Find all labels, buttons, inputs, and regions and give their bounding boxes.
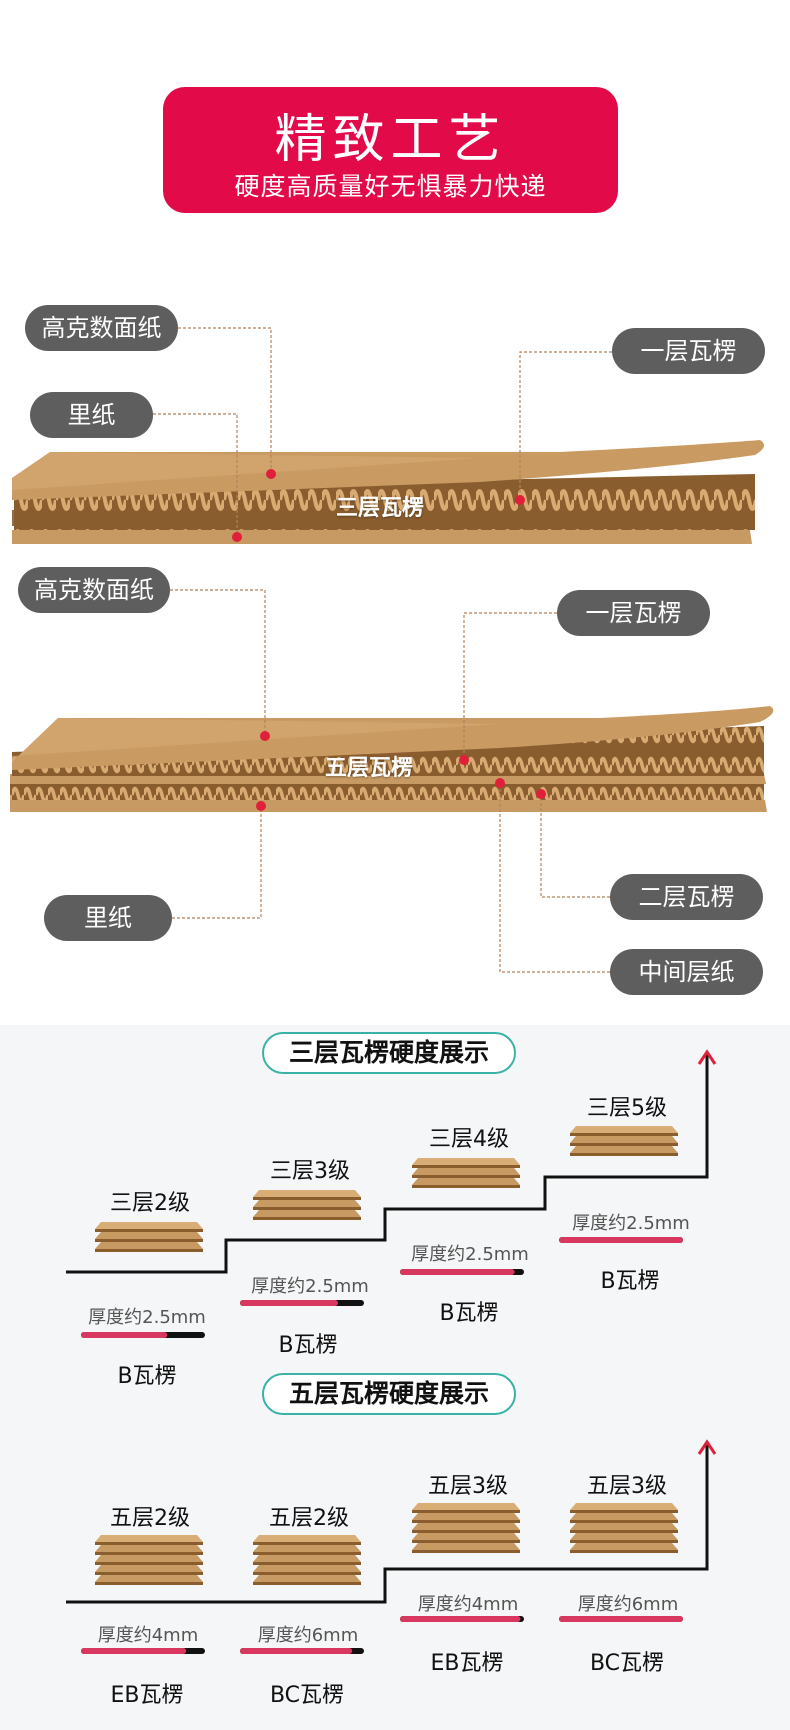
callout-face-paper: 高克数面纸 <box>25 305 178 351</box>
callout-flute-one: 一层瓦楞 <box>612 328 765 374</box>
three-step-1-board-icon <box>95 1222 203 1252</box>
five-step-4-flute: BC瓦楞 <box>589 1651 665 1676</box>
three-step-2-thickness: 厚度约2.5mm <box>251 1276 369 1297</box>
five-hardness-title: 五层瓦楞硬度展示 <box>262 1373 516 1415</box>
five-step-4-level: 五层3级 <box>587 1474 667 1499</box>
three-step-1-thickness: 厚度约2.5mm <box>88 1307 206 1328</box>
three-step-3-level: 三层4级 <box>429 1127 509 1152</box>
three-step-3-board-icon <box>412 1158 520 1188</box>
five-step-4-thickness: 厚度约6mm <box>577 1594 679 1615</box>
three-step-4-board-icon <box>570 1126 678 1156</box>
five-step-2-level: 五层2级 <box>269 1506 349 1531</box>
three-step-2-level: 三层3级 <box>270 1159 350 1184</box>
five-step-2-flute: BC瓦楞 <box>269 1683 345 1708</box>
three-step-4-thickness: 厚度约2.5mm <box>572 1213 690 1234</box>
five-step-3-flute: EB瓦楞 <box>430 1651 504 1676</box>
header-banner: 精致工艺 硬度高质量好无惧暴力快递 <box>163 87 618 213</box>
five-step-1-flute: EB瓦楞 <box>110 1683 184 1708</box>
five-step-3-board-icon <box>412 1503 520 1553</box>
five-step-1-board-icon <box>95 1535 203 1585</box>
five-step-3-thickness: 厚度约4mm <box>417 1594 519 1615</box>
page-subtitle: 硬度高质量好无惧暴力快递 <box>234 172 547 201</box>
five-step-1-thickness: 厚度约4mm <box>97 1625 199 1646</box>
three-step-3-flute: B瓦楞 <box>439 1301 499 1326</box>
callout-five-middle-paper: 中间层纸 <box>610 949 763 995</box>
five-layer-board-illustration <box>10 706 774 812</box>
five-layer-center-label: 五层瓦楞 <box>325 756 414 781</box>
page-title: 精致工艺 <box>274 110 507 170</box>
three-step-1-level: 三层2级 <box>110 1191 190 1216</box>
three-step-4-level: 三层5级 <box>587 1096 667 1121</box>
five-step-2-thickness: 厚度约6mm <box>257 1625 359 1646</box>
three-step-4-flute: B瓦楞 <box>600 1269 660 1294</box>
three-hardness-title: 三层瓦楞硬度展示 <box>262 1032 516 1074</box>
callout-five-flute-one: 一层瓦楞 <box>557 590 710 636</box>
five-step-2-board-icon <box>253 1535 361 1585</box>
three-step-2-flute: B瓦楞 <box>278 1333 338 1358</box>
three-step-3-thickness: 厚度约2.5mm <box>411 1244 529 1265</box>
callout-five-liner: 里纸 <box>44 895 172 941</box>
callout-five-face-paper: 高克数面纸 <box>18 567 170 613</box>
three-layer-callout-lines <box>153 327 612 542</box>
five-step-4-board-icon <box>570 1503 678 1553</box>
three-step-2-board-icon <box>253 1190 361 1220</box>
five-step-3-level: 五层3级 <box>428 1474 508 1499</box>
five-layer-callout-lines <box>170 589 610 973</box>
callout-five-flute-two: 二层瓦楞 <box>610 874 763 920</box>
three-step-1-flute: B瓦楞 <box>117 1364 177 1389</box>
callout-liner: 里纸 <box>30 392 153 438</box>
three-layer-board-illustration <box>12 440 764 544</box>
five-step-1-level: 五层2级 <box>110 1506 190 1531</box>
three-layer-center-label: 三层瓦楞 <box>336 496 425 521</box>
